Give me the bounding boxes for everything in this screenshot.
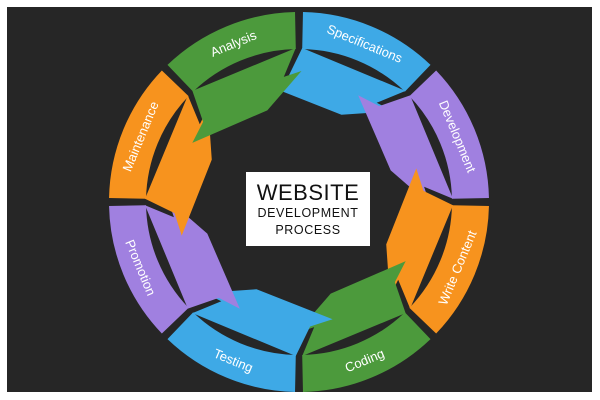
- stage-arrow: [358, 95, 453, 205]
- stage-segment: [409, 205, 489, 334]
- stage-arrow: [145, 199, 240, 309]
- stage-arrow: [145, 95, 212, 236]
- stage-arrow: [192, 289, 333, 356]
- stage-arrow: [386, 168, 453, 309]
- stage-testing: Testing: [167, 289, 333, 392]
- stage-segment: [167, 312, 296, 392]
- stage-arrow: [192, 48, 302, 143]
- stage-segment: [302, 312, 431, 392]
- stage-segment: [109, 70, 189, 199]
- stage-segment: [302, 12, 431, 92]
- stage-segment: [109, 205, 189, 334]
- center-subtitle-line2: PROCESS: [275, 223, 341, 237]
- center-title-box: WEBSITE DEVELOPMENT PROCESS: [246, 172, 370, 246]
- center-subtitle-line1: DEVELOPMENT: [257, 206, 359, 220]
- stage-segment: [409, 70, 489, 199]
- stage-segment: [167, 12, 296, 92]
- stage-coding: Coding: [296, 261, 431, 392]
- stage-arrow: [296, 261, 406, 356]
- stage-analysis: Analysis: [167, 12, 302, 143]
- stage-development: Development: [358, 70, 489, 205]
- center-title: WEBSITE: [256, 180, 360, 205]
- stage-arrow: [265, 48, 406, 115]
